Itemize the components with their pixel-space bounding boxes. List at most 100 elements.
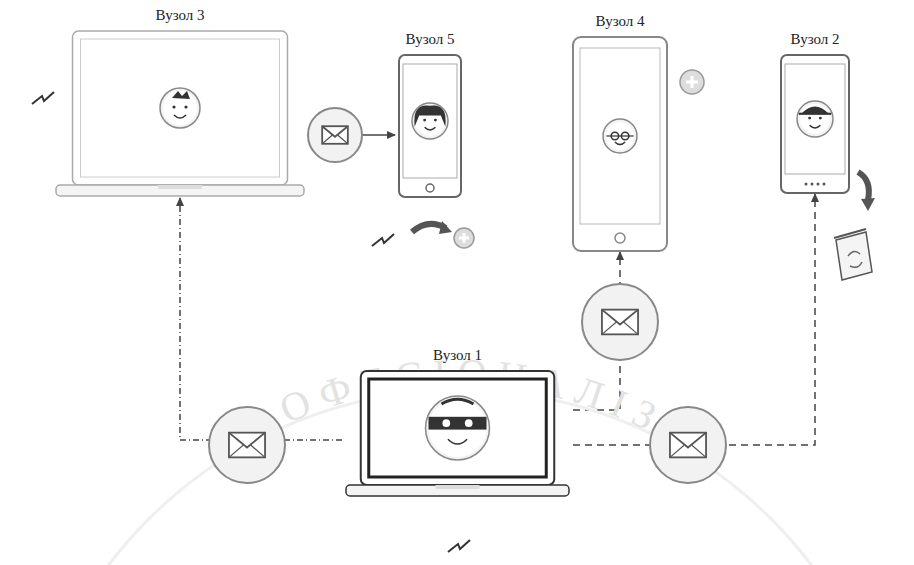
- envelope-icon-part: [322, 135, 332, 144]
- node-label: Вузол 4: [569, 12, 671, 30]
- device-icon: [345, 370, 570, 498]
- node-label: Вузол 1: [342, 346, 573, 364]
- device-icon-part: [425, 127, 436, 130]
- envelope-icon-part: [670, 433, 706, 448]
- device-icon-part: [399, 55, 461, 197]
- device-icon-part: [73, 31, 288, 185]
- device-icon-part: [797, 101, 833, 137]
- recycle-bin-part: [848, 251, 862, 267]
- envelope-icon-part: [670, 445, 684, 457]
- node-label: Вузол 3: [52, 6, 308, 24]
- device-icon-part: [415, 106, 445, 136]
- network-node: Вузол 1: [342, 346, 573, 498]
- envelope-icon-part: [692, 445, 706, 457]
- envelope-icon-part: [322, 126, 348, 137]
- device-icon-part: [81, 39, 280, 177]
- device-icon-part: [465, 419, 473, 427]
- node-label: Вузол 2: [777, 30, 853, 48]
- device-icon: [398, 54, 462, 198]
- device-icon-part: [802, 106, 829, 113]
- device-icon-part: [361, 371, 555, 485]
- device-icon-part: [615, 142, 625, 145]
- device-icon-part: [799, 113, 831, 115]
- envelope-icon-part: [322, 126, 348, 144]
- curved-arrow-head-part: [861, 198, 875, 211]
- envelope-icon-part: [670, 433, 706, 458]
- device-icon-part: [573, 37, 667, 251]
- device-icon-part: [781, 55, 849, 193]
- device-icon-part: [346, 485, 569, 496]
- device-icon-part: [603, 119, 637, 153]
- envelope-icon-part: [602, 310, 638, 325]
- device-icon-part: [160, 88, 200, 128]
- device-icon-part: [442, 419, 450, 427]
- network-node: Вузол 5: [395, 30, 465, 198]
- device-icon-part: [808, 117, 811, 120]
- device-icon-part: [369, 379, 547, 477]
- device-icon-part: [805, 183, 808, 186]
- envelope-icon-part: [650, 407, 726, 483]
- envelope-icon-part: [229, 433, 265, 458]
- device-icon-part: [580, 48, 660, 224]
- envelope-icon-part: [582, 284, 658, 360]
- device-icon-part: [434, 119, 437, 122]
- device-icon-part: [819, 117, 822, 120]
- watermark: ПРОФЕСІОНАЛІЗМ: [20, 350, 900, 565]
- device-icon-part: [412, 103, 448, 139]
- recycle-bin-part: [834, 229, 866, 238]
- device-icon-part: [448, 439, 467, 444]
- device-icon-part: [172, 91, 190, 99]
- envelope-icon-part: [624, 322, 638, 334]
- device-icon-part: [158, 185, 202, 189]
- device-icon: [55, 30, 305, 198]
- network-node: Вузол 3: [52, 6, 308, 198]
- device-icon-part: [810, 125, 821, 128]
- device-icon-part: [56, 185, 304, 196]
- device-icon-part: [606, 135, 633, 136]
- device-icon-part: [823, 183, 826, 186]
- recycle-bin-part: [836, 232, 872, 280]
- device-icon-part: [172, 105, 175, 108]
- device-icon-part: [163, 91, 197, 125]
- device-icon-part: [184, 105, 187, 108]
- device-icon-part: [426, 184, 434, 192]
- device-icon-part: [423, 119, 426, 122]
- device-icon-part: [800, 104, 830, 134]
- device-icon-part: [817, 183, 820, 186]
- envelope-icon-part: [602, 310, 638, 335]
- device-icon-part: [414, 105, 445, 126]
- plus-icon-part: [459, 233, 469, 243]
- device-icon: [780, 54, 850, 194]
- device-icon-part: [426, 396, 490, 460]
- envelope-icon-part: [229, 445, 243, 457]
- plus-icon-part: [686, 76, 698, 88]
- device-icon-part: [442, 399, 474, 404]
- device-icon-part: [403, 64, 457, 178]
- device-icon-part: [429, 417, 487, 430]
- device-icon: [572, 36, 668, 252]
- curved-arrow-part: [858, 172, 869, 200]
- signal-mark-part: [32, 92, 54, 104]
- network-node: Вузол 4: [569, 12, 671, 252]
- signal-mark-part: [448, 540, 470, 552]
- device-icon-part: [429, 399, 487, 457]
- envelope-icon-part: [308, 108, 362, 162]
- network-node: Вузол 2: [777, 30, 853, 194]
- envelope-icon-part: [209, 407, 285, 483]
- curved-arrow-head-part: [439, 221, 452, 234]
- device-icon-part: [811, 183, 814, 186]
- recycle-bin: [834, 229, 872, 280]
- device-icon-part: [615, 233, 625, 243]
- envelope-icon-part: [251, 445, 265, 457]
- signal-mark-part: [372, 234, 394, 246]
- plus-icon-part: [680, 70, 704, 94]
- device-icon-part: [436, 485, 480, 489]
- device-icon-part: [174, 115, 186, 118]
- device-icon-part: [606, 122, 634, 150]
- device-icon-part: [785, 64, 845, 174]
- envelope-icon-part: [602, 322, 616, 334]
- envelope-icon-part: [229, 433, 265, 448]
- node-label: Вузол 5: [395, 30, 465, 48]
- envelope-icon-part: [338, 135, 348, 144]
